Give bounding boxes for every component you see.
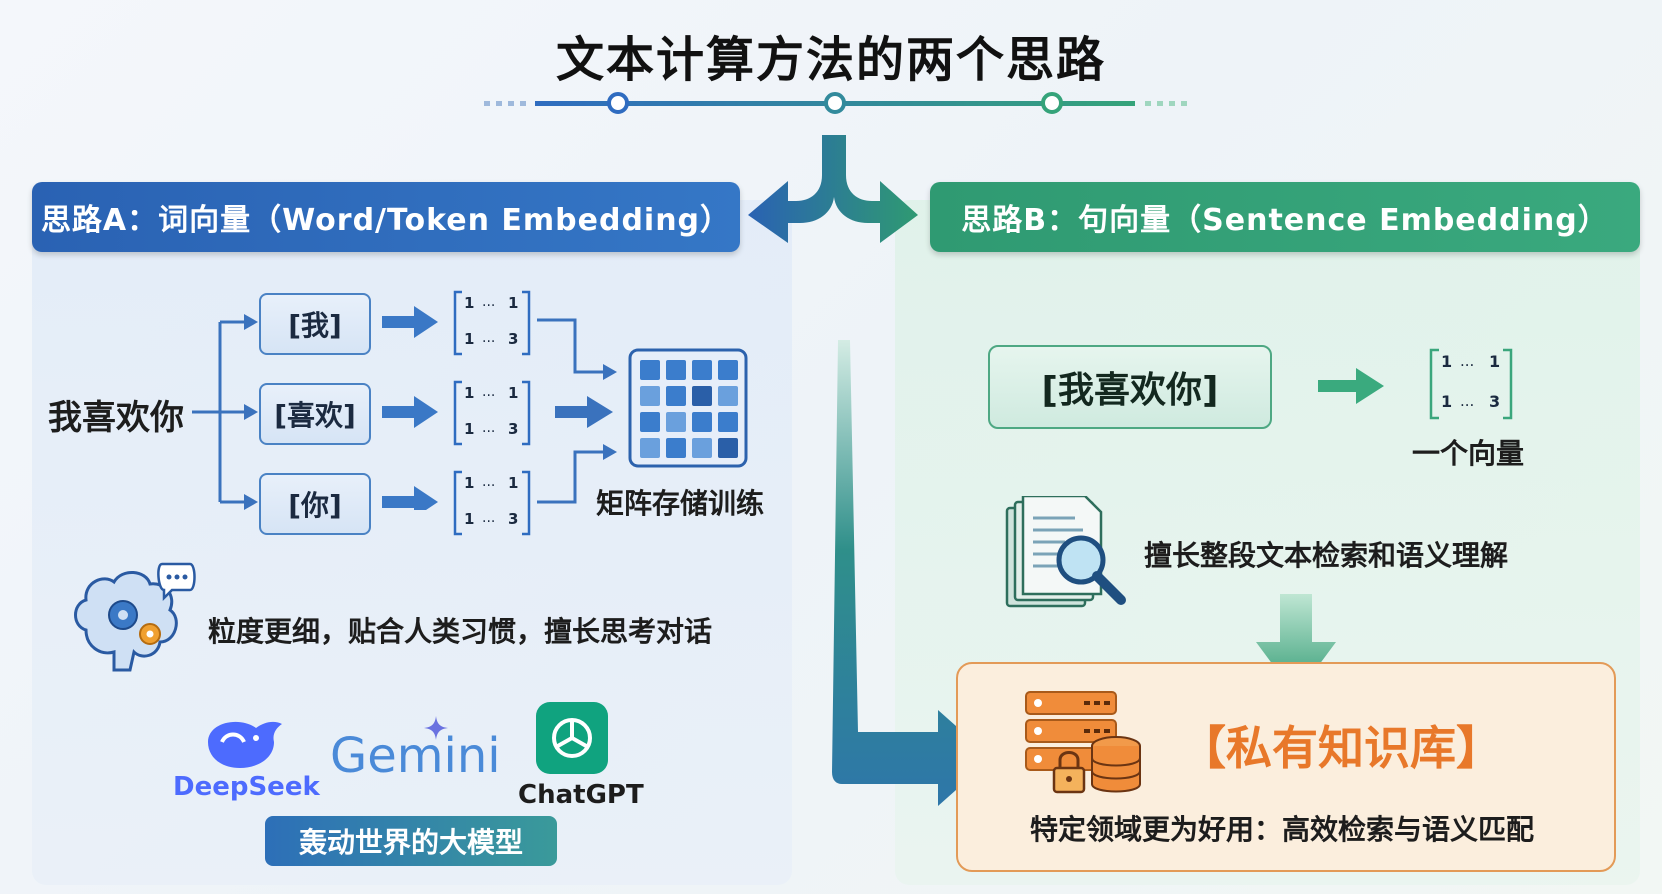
sentence-box: [我喜欢你] <box>988 345 1272 429</box>
server-database-icon <box>1025 691 1141 794</box>
down-arrow <box>1256 594 1336 696</box>
brain-gear-icon <box>74 562 196 672</box>
gemini-label: Gemini <box>330 728 501 784</box>
knowledge-base-desc: 特定领域更为好用：高效检索与语义匹配 <box>1030 813 1535 846</box>
idea-b-feature: 擅长整段文本检索和语义理解 <box>1144 539 1509 572</box>
deepseek-label: DeepSeek <box>173 772 320 802</box>
token-vector-ni: 1 ... 1 1 ... 3 <box>452 470 532 536</box>
idea-a-header: 思路A：词向量（Word/Token Embedding） <box>32 182 740 252</box>
token-box-wo: [我] <box>259 293 371 355</box>
idea-b-header: 思路B：句向量（Sentence Embedding） <box>930 182 1640 252</box>
idea-a-feature: 粒度更细，贴合人类习惯，擅长思考对话 <box>208 615 713 648</box>
sentence-to-vector-arrow <box>1318 368 1384 404</box>
sentence-vector: 1 ... 1 1 ... 3 <box>1428 348 1514 420</box>
gemini-sparkle-icon <box>424 716 448 740</box>
vector-to-matrix-connectors <box>537 318 617 504</box>
idea-a-panel <box>32 200 792 885</box>
title-divider <box>484 92 1187 114</box>
document-search-icon <box>1005 496 1126 608</box>
matrix-label: 矩阵存储训练 <box>596 487 765 520</box>
sentence-vector-label: 一个向量 <box>1412 437 1525 470</box>
chatgpt-icon <box>536 702 608 774</box>
chatgpt-label: ChatGPT <box>518 780 644 810</box>
token-vector-xihuan: 1 ... 1 1 ... 3 <box>452 380 532 446</box>
token-to-vector-arrows <box>382 306 438 510</box>
knowledge-base-title: 【私有知识库】 <box>1180 721 1502 775</box>
deepseek-icon <box>208 721 282 768</box>
token-box-ni: [你] <box>259 473 371 535</box>
model-banner: 轰动世界的大模型 <box>265 816 557 866</box>
source-sentence: 我喜欢你 <box>48 398 184 438</box>
token-vector-wo: 1 ... 1 1 ... 3 <box>452 290 532 356</box>
page-title: 文本计算方法的两个思路 <box>555 32 1106 88</box>
token-box-xihuan: [喜欢] <box>259 383 371 445</box>
matrix-grid-icon <box>628 348 748 468</box>
fork-arrow <box>748 135 918 243</box>
branch-lines <box>192 314 258 510</box>
